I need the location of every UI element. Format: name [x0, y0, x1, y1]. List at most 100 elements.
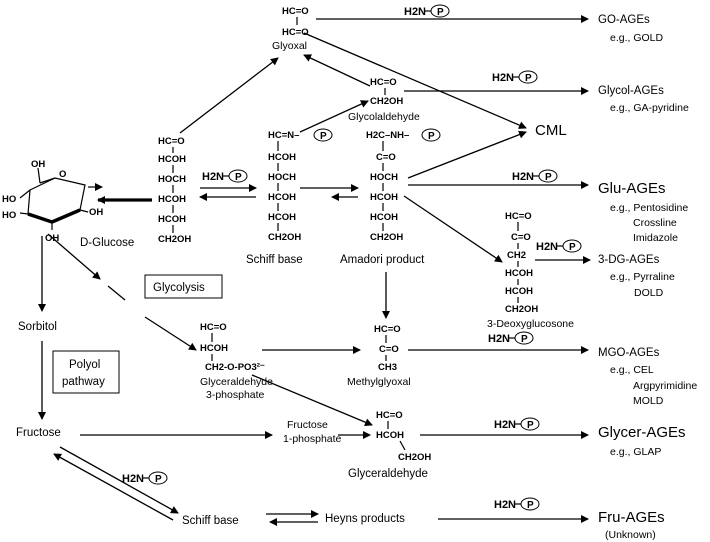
svg-text:H2N: H2N	[494, 419, 516, 431]
fructose-label: Fructose	[16, 427, 61, 439]
schiff-base-label: Schiff base	[246, 254, 303, 266]
svg-text:e.g., GOLD: e.g., GOLD	[610, 32, 664, 44]
svg-text:Glycer-AGEs: Glycer-AGEs	[598, 424, 686, 441]
sorbitol-label: Sorbitol	[18, 321, 57, 333]
svg-text:pathway: pathway	[62, 376, 105, 388]
product-mgo-ages: MGO-AGEs e.g., CEL Argpyrimidine MOLD	[598, 347, 697, 407]
svg-text:CH2-O-PO3²⁻: CH2-O-PO3²⁻	[205, 362, 265, 373]
svg-text:HC=N–: HC=N–	[268, 130, 299, 141]
svg-text:HOCH: HOCH	[370, 172, 398, 183]
svg-text:HC=O: HC=O	[376, 410, 403, 421]
svg-text:P: P	[545, 172, 552, 183]
svg-text:HCOH: HCOH	[505, 286, 533, 297]
svg-text:C=O: C=O	[376, 152, 396, 163]
svg-text:P: P	[527, 500, 534, 511]
svg-text:P: P	[569, 242, 576, 253]
svg-text:HC=O: HC=O	[370, 77, 397, 88]
reagent-glycol: H2N P	[492, 70, 538, 84]
deoxyglucosone-formula: HC=O C=O CH2 HCOH HCOH CH2OH	[505, 211, 538, 315]
svg-text:Crossline: Crossline	[633, 217, 677, 229]
svg-text:H2N: H2N	[122, 473, 144, 485]
svg-text:(Unknown): (Unknown)	[605, 529, 656, 541]
glyceraldehyde-formula: HC=O HCOH CH2OH	[376, 410, 431, 463]
svg-text:e.g., GLAP: e.g., GLAP	[610, 446, 661, 458]
svg-text:OH: OH	[31, 159, 45, 170]
svg-text:CH2OH: CH2OH	[505, 304, 538, 315]
reagent-glucose: H2N P	[202, 169, 248, 183]
product-3dg-ages: 3-DG-AGEs e.g., Pyrraline DOLD	[598, 254, 675, 299]
svg-text:HCOH: HCOH	[158, 154, 186, 165]
svg-text:CH3: CH3	[378, 362, 397, 373]
schiff-base-formula: HC=N– HCOH HOCH HCOH HCOH CH2OH P	[268, 128, 333, 243]
svg-text:CH2OH: CH2OH	[370, 232, 403, 243]
svg-text:C=O: C=O	[511, 232, 531, 243]
methylglyoxal-label: Methylglyoxal	[347, 376, 411, 388]
svg-text:GO-AGEs: GO-AGEs	[598, 14, 650, 26]
reagent-glycer: H2N P	[494, 417, 540, 431]
ga3p-label-line1: Glyceraldehyde	[200, 376, 273, 388]
methylglyoxal-formula: HC=O C=O CH3	[374, 324, 401, 373]
svg-text:HC=O: HC=O	[374, 324, 401, 335]
svg-text:Imidazole: Imidazole	[633, 232, 678, 244]
svg-text:Glycol-AGEs: Glycol-AGEs	[598, 85, 664, 97]
reagent-fru: H2N P	[494, 497, 540, 511]
svg-text:H2N: H2N	[536, 241, 558, 253]
svg-text:Glu-AGEs: Glu-AGEs	[598, 180, 666, 197]
svg-text:O: O	[59, 169, 66, 180]
svg-text:CH2OH: CH2OH	[398, 452, 431, 463]
svg-text:CH2OH: CH2OH	[158, 234, 191, 245]
svg-text:P: P	[155, 474, 162, 485]
product-glycer-ages: Glycer-AGEs e.g., GLAP	[598, 424, 686, 458]
glucose-ring-labels: OH HO HO OH OH O	[2, 159, 103, 244]
product-go-ages: GO-AGEs e.g., GOLD	[598, 14, 664, 44]
svg-text:H2N: H2N	[512, 171, 534, 183]
svg-text:3-DG-AGEs: 3-DG-AGEs	[598, 254, 660, 266]
svg-text:H2N: H2N	[494, 499, 516, 511]
glyoxal-label: Glyoxal	[272, 40, 307, 52]
product-glycol-ages: Glycol-AGEs e.g., GA-pyridine	[598, 85, 689, 114]
svg-text:e.g., GA-pyridine: e.g., GA-pyridine	[610, 102, 689, 114]
svg-text:HCOH: HCOH	[370, 212, 398, 223]
svg-text:HCOH: HCOH	[505, 268, 533, 279]
product-fru-ages: Fru-AGEs (Unknown)	[598, 509, 665, 541]
svg-text:H2N: H2N	[202, 171, 224, 183]
svg-text:P: P	[525, 73, 532, 84]
svg-text:Polyol: Polyol	[69, 359, 100, 371]
svg-text:HC=O: HC=O	[158, 136, 185, 147]
product-glu-ages: Glu-AGEs e.g., Pentosidine Crossline Imi…	[598, 180, 688, 244]
f1p-label-line2: 1-phosphate	[283, 433, 342, 445]
amadori-label: Amadori product	[340, 254, 425, 266]
svg-text:Argpyrimidine: Argpyrimidine	[633, 380, 697, 392]
ga3p-label-line2: 3-phosphate	[206, 389, 265, 401]
svg-text:HOCH: HOCH	[268, 172, 296, 183]
svg-text:P: P	[235, 172, 242, 183]
svg-text:HC=O: HC=O	[505, 211, 532, 222]
svg-text:HO: HO	[2, 210, 16, 221]
glycolaldehyde-label: Glycolaldehyde	[348, 111, 420, 123]
glyceraldehyde-label: Glyceraldehyde	[348, 468, 428, 480]
svg-text:HC=O: HC=O	[282, 6, 309, 17]
amadori-formula: H2C–NH– C=O HOCH HCOH HCOH CH2OH P	[366, 128, 441, 243]
reagent-go: H2N P	[404, 4, 450, 18]
svg-text:DOLD: DOLD	[634, 287, 664, 299]
svg-text:HC=O: HC=O	[200, 322, 227, 333]
svg-text:e.g., CEL: e.g., CEL	[610, 364, 654, 376]
svg-text:HCOH: HCOH	[376, 430, 404, 441]
svg-text:CML: CML	[535, 122, 567, 139]
glucose-chain-formula: HC=O HCOH HOCH HCOH HCOH CH2OH	[158, 136, 191, 245]
svg-text:CH2OH: CH2OH	[268, 232, 301, 243]
deoxyglucosone-label: 3-Deoxyglucosone	[487, 318, 574, 330]
svg-text:C=O: C=O	[379, 344, 399, 355]
svg-text:HOCH: HOCH	[158, 174, 186, 185]
f1p-label-line1: Fructose	[287, 419, 328, 431]
polyol-pathway-box: Polyol pathway	[52, 350, 120, 394]
svg-text:HCOH: HCOH	[370, 192, 398, 203]
reagent-mgo: H2N P	[488, 331, 534, 345]
glycolaldehyde-formula: HC=O CH2OH	[370, 77, 403, 107]
ga3p-formula: HC=O HCOH CH2-O-PO3²⁻	[200, 322, 265, 373]
svg-text:e.g., Pentosidine: e.g., Pentosidine	[610, 202, 688, 214]
svg-text:HC=O: HC=O	[282, 27, 309, 38]
svg-text:H2N: H2N	[404, 6, 426, 18]
product-cml: CML	[535, 122, 567, 139]
